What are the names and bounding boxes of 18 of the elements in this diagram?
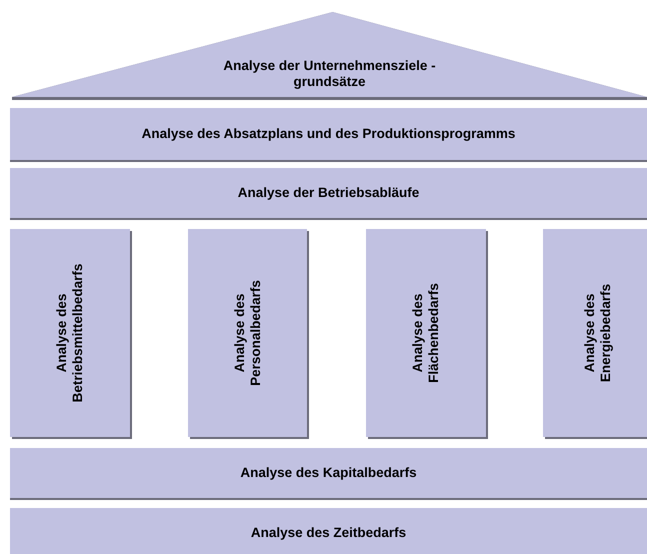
pillar-column — [366, 229, 486, 437]
pillar-column — [188, 229, 307, 437]
layer-band — [10, 168, 647, 218]
label-text: Analyse der Unternehmensziele -grundsätze — [222, 58, 437, 90]
label-text: Analyse der Betriebsabläufe — [238, 185, 420, 201]
layer-band — [10, 508, 647, 554]
pillar-column — [10, 229, 130, 437]
roof-triangle — [12, 12, 647, 100]
layer-band — [10, 108, 647, 160]
label-text: Analyse des Kapitalbedarfs — [240, 465, 417, 481]
label-text: Analyse des Absatzplans und des Produktionsprogramms — [142, 126, 516, 142]
label-text: Analyse des Personalbedarfs — [232, 279, 264, 388]
label-text: Analyse des Energiebedarfs — [582, 282, 614, 384]
layer-band — [10, 448, 647, 498]
label-text: Analyse des Betriebsmittelbedarfs — [54, 262, 86, 404]
pillar-column — [543, 229, 647, 437]
label-text: Analyse des Zeitbedarfs — [250, 525, 406, 541]
label-text: Analyse des Flächenbedarfs — [410, 282, 442, 385]
